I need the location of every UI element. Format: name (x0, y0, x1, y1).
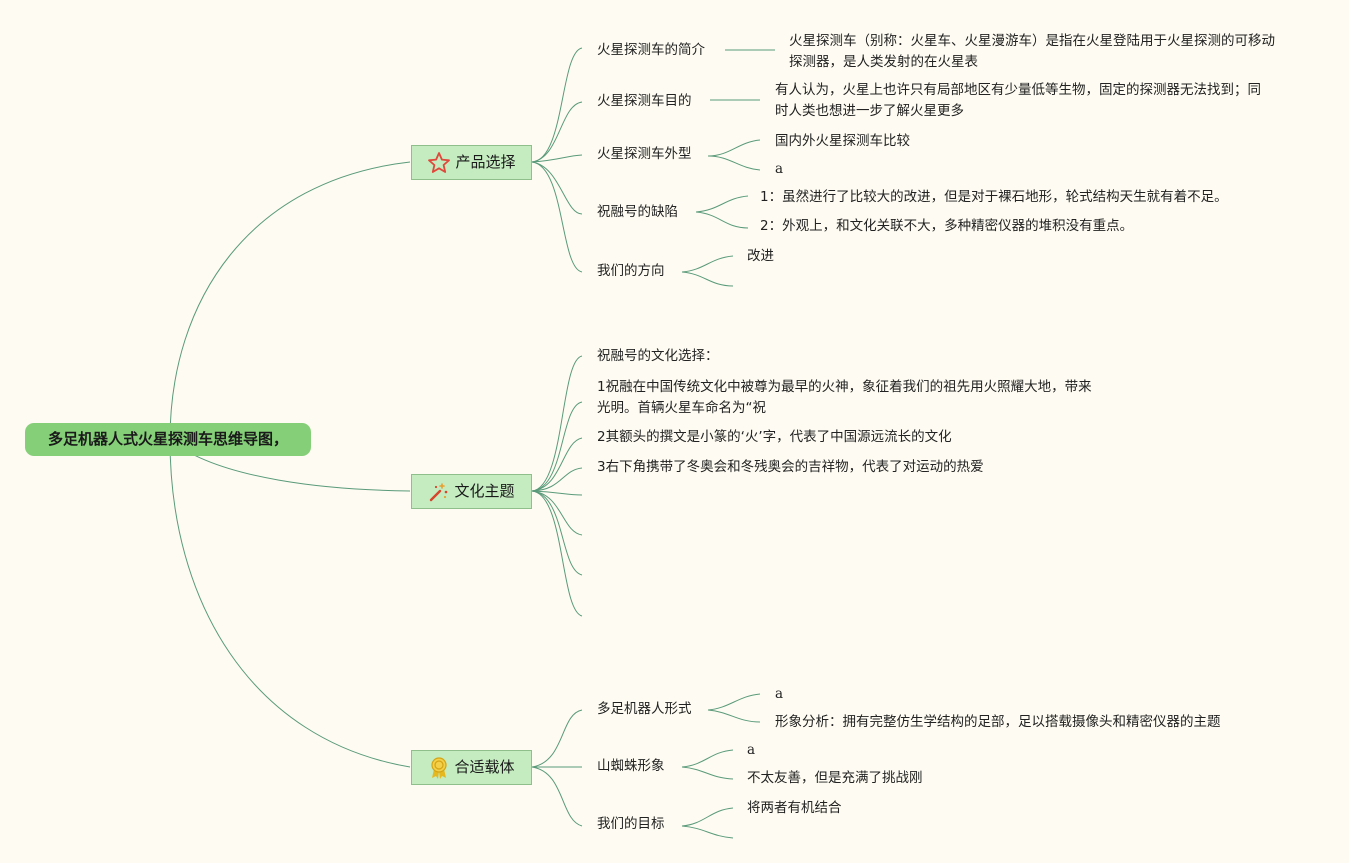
branch-label: 合适载体 (454, 758, 515, 776)
branch-product-selection[interactable]: 产品选择 (411, 145, 532, 180)
direction-item: 改进 (747, 248, 774, 264)
connector (681, 271, 734, 287)
star-icon (427, 151, 451, 175)
culture-item[interactable]: 1祝融在中国传统文化中被尊为最早的火神，象征着我们的祖先用火照耀大地，带来光明。… (597, 379, 1092, 416)
connector (681, 766, 734, 780)
topic-rover-purpose-detail: 有人认为，火星上也许只有局部地区有少量低等生物，固定的探测器无法找到；同时人类也… (775, 82, 1261, 119)
connector (707, 709, 761, 723)
branch-label: 产品选择 (455, 153, 516, 171)
spider-item: a (747, 742, 756, 758)
topic-zhurong-flaws[interactable]: 祝融号的缺陷 (597, 204, 678, 220)
award-medal-icon (428, 756, 450, 780)
root-node[interactable]: 多足机器人式火星探测车思维导图， (25, 423, 311, 456)
connector (531, 154, 583, 163)
zhurong-flaw-item: 1：虽然进行了比较大的改进，但是对于裸石地形，轮式结构天生就有着不足。 (760, 189, 1228, 205)
connector (531, 161, 583, 215)
connector (531, 467, 583, 492)
connector (531, 47, 583, 163)
topic-spider-image[interactable]: 山蜘蛛形象 (597, 758, 665, 774)
connector (531, 161, 583, 273)
goal-item: 将两者有机结合 (747, 800, 842, 816)
topic-rover-intro-detail: 火星探测车（别称：火星车、火星漫游车）是指在火星登陆用于火星探测的可移动探测器，… (789, 33, 1275, 70)
connector (531, 101, 583, 163)
connector (531, 490, 583, 536)
connector (531, 490, 583, 576)
zhurong-flaw-item: 2：外观上，和文化关联不大，多种精密仪器的堆积没有重点。 (760, 218, 1134, 234)
connector (169, 439, 411, 768)
connector (531, 355, 583, 492)
connector (681, 825, 734, 839)
connector (707, 155, 761, 171)
connector (707, 139, 761, 157)
connector (681, 749, 734, 768)
connector (681, 255, 734, 273)
root-title: 多足机器人式火星探测车思维导图， (47, 430, 288, 448)
topic-our-direction[interactable]: 我们的方向 (597, 263, 665, 279)
connector (531, 401, 583, 492)
connector (695, 211, 749, 229)
branch-label: 文化主题 (454, 482, 515, 500)
culture-item[interactable]: 祝融号的文化选择： (597, 348, 719, 364)
connector (681, 807, 734, 827)
topic-multileg-robot-form[interactable]: 多足机器人形式 (597, 701, 692, 717)
connector (169, 161, 411, 441)
connector (695, 195, 749, 213)
topic-rover-purpose[interactable]: 火星探测车目的 (597, 93, 692, 109)
multileg-item: 形象分析：拥有完整仿生学结构的足部，足以搭载摄像头和精密仪器的主题 (775, 714, 1221, 730)
magic-wand-icon (428, 481, 450, 503)
topic-rover-shape[interactable]: 火星探测车外型 (597, 146, 692, 162)
branch-suitable-carrier[interactable]: 合适载体 (411, 750, 532, 785)
rover-shape-item: a (775, 161, 784, 177)
multileg-item: a (775, 686, 784, 702)
connector (531, 490, 583, 617)
connector (531, 437, 583, 492)
connector (531, 490, 583, 496)
spider-item: 不太友善，但是充满了挑战刚 (747, 770, 923, 786)
culture-item[interactable]: 3右下角携带了冬奥会和冬残奥会的吉祥物，代表了对运动的热爱 (597, 459, 984, 475)
connector (707, 693, 761, 711)
connector (531, 766, 583, 827)
connector (531, 709, 583, 768)
topic-our-goal[interactable]: 我们的目标 (597, 816, 665, 832)
topic-rover-intro[interactable]: 火星探测车的简介 (597, 42, 705, 58)
branch-culture-theme[interactable]: 文化主题 (411, 474, 532, 509)
rover-shape-item: 国内外火星探测车比较 (775, 133, 910, 149)
culture-item[interactable]: 2其额头的撰文是小篆的‘火’字，代表了中国源远流长的文化 (597, 429, 952, 445)
